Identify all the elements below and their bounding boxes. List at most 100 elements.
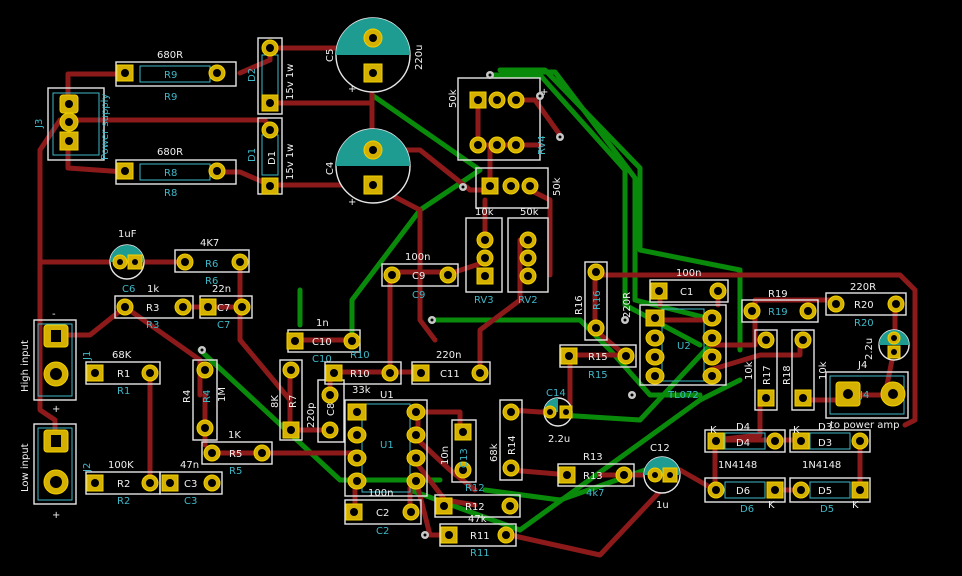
- j1-high-input-jack[interactable]: High input J1 - +: [20, 309, 93, 415]
- c3-value: 47n: [180, 460, 199, 471]
- r16-resistor[interactable]: R16 220R R16: [574, 261, 633, 341]
- d6-k: K: [768, 500, 775, 511]
- r17-resistor[interactable]: 10k R17: [744, 329, 778, 411]
- c11-capacitor[interactable]: 220n C11: [411, 350, 491, 385]
- r9-resistor[interactable]: 680R R9 R9: [115, 50, 237, 103]
- c6-capacitor[interactable]: 1uF C6: [109, 229, 145, 295]
- r3-resistor[interactable]: 1k R3 R3: [114, 284, 194, 331]
- d4-ref-inner: D4: [736, 438, 750, 449]
- r13-value: 4k7: [586, 488, 605, 499]
- d2-zener[interactable]: D2 15v 1w: [247, 37, 296, 115]
- back-copper-traces: [197, 67, 743, 533]
- j2-low-input-jack[interactable]: Low input J2 +: [20, 423, 93, 521]
- u2-tl072-opamp[interactable]: TL072 U2: [639, 304, 727, 401]
- c4-plus: +: [348, 197, 356, 208]
- c8-capacitor[interactable]: 220p C8: [306, 379, 345, 443]
- j2-value: Low input: [20, 443, 31, 492]
- r18-resistor[interactable]: R18 10k: [782, 329, 829, 411]
- r17-value: 10k: [744, 361, 755, 380]
- r10-resistor[interactable]: 33k R10 R10: [324, 350, 402, 396]
- r7-resistor[interactable]: 8K R7: [270, 359, 303, 441]
- c9-capacitor[interactable]: 100n C9 C9: [381, 252, 459, 301]
- c10-value: 1n: [316, 318, 329, 329]
- r20-resistor[interactable]: 220R R20 R20: [825, 282, 907, 329]
- r2-resistor[interactable]: 100K R2 R2: [85, 460, 161, 507]
- j3-power-connector[interactable]: J3 Power supply: [34, 87, 111, 161]
- c12-value: 1u: [656, 500, 669, 511]
- j4-value: to power amp: [830, 420, 900, 431]
- c14-capacitor[interactable]: 2.2u C14: [543, 388, 573, 445]
- r14-resistor[interactable]: 68k R14: [489, 399, 523, 481]
- c15-capacitor[interactable]: 2.2u: [864, 329, 910, 361]
- rv3-value: 10k: [475, 207, 494, 218]
- c13-value: 10n: [440, 446, 451, 465]
- c7-value: 22n: [212, 284, 231, 295]
- c4-capacitor[interactable]: C4 +: [325, 128, 411, 208]
- r14-ref: R14: [507, 435, 518, 455]
- c7-ref-below: C7: [217, 320, 230, 331]
- d3-value: 1N4148: [802, 460, 841, 471]
- c5-capacitor[interactable]: 220u C5 +: [325, 17, 425, 95]
- r4-ref: R4: [182, 390, 193, 403]
- r1-resistor[interactable]: 68K R1 R1: [85, 350, 161, 397]
- r12-resistor[interactable]: R12 R12: [434, 483, 521, 518]
- u2-value: TL072: [667, 390, 699, 401]
- c3-capacitor[interactable]: 47n C3 C3: [159, 460, 223, 507]
- d5-diode[interactable]: D5 D5 K: [789, 477, 871, 515]
- u1-ref: U1: [380, 390, 394, 401]
- j2-plus: +: [52, 510, 60, 521]
- rv2-potentiometer[interactable]: 50k RV2: [507, 207, 549, 306]
- r11-resistor[interactable]: 47k R11 R11: [439, 514, 517, 559]
- u1-opamp[interactable]: U1 U1: [344, 390, 428, 497]
- c2-ref: C2: [376, 508, 389, 519]
- c4-ref: C4: [325, 162, 336, 175]
- rv2-value: 50k: [520, 207, 539, 218]
- j3-ref: J3: [34, 119, 45, 129]
- c13-ref: C13: [459, 448, 470, 468]
- d4-diode[interactable]: D4 D4 1N4148 K: [704, 422, 786, 471]
- c10-ref: C10: [312, 337, 332, 348]
- r12-ref: R12: [465, 502, 485, 513]
- r13-ref-inner: R13: [583, 471, 603, 482]
- r19-resistor[interactable]: R19 R19: [741, 289, 819, 323]
- d6-diode[interactable]: D6 D6 K: [704, 477, 786, 515]
- r6-resistor[interactable]: 4K7 R6 R6: [174, 238, 250, 287]
- j4-output-connector[interactable]: J4 J4 to power amp: [825, 360, 909, 431]
- rv4-potentiometer[interactable]: 50k RV4 +: [448, 77, 548, 161]
- rv1-potentiometer[interactable]: 50k: [475, 167, 563, 209]
- j4-ref-inner: J4: [859, 390, 869, 401]
- c7-capacitor[interactable]: 22n C7 C7: [199, 284, 253, 331]
- r3-value: 1k: [147, 284, 159, 295]
- r15-resistor[interactable]: R15 R15: [559, 344, 637, 381]
- c10-capacitor[interactable]: 1n C10 C10: [286, 318, 361, 365]
- rv3-ref: RV3: [474, 295, 494, 306]
- r8-resistor[interactable]: 680R R8 R8: [115, 147, 237, 199]
- j4-ref: J4: [857, 360, 867, 371]
- c7-ref: C7: [217, 303, 230, 314]
- rv3-potentiometer[interactable]: 10k RV3: [465, 207, 503, 306]
- d3-diode[interactable]: D3 D3 1N4148 K: [789, 422, 871, 471]
- r13-resistor[interactable]: R13 R13 4k7: [557, 452, 635, 499]
- r2-value: 100K: [108, 460, 134, 471]
- c15-value: 2.2u: [864, 338, 875, 360]
- c1-ref: C1: [680, 287, 693, 298]
- r5-resistor[interactable]: 1K R5 R5: [201, 430, 273, 477]
- r18-value: 10k: [818, 361, 829, 380]
- r4-resistor[interactable]: R4 1M R4: [182, 359, 228, 441]
- d3-k: K: [793, 425, 800, 436]
- r8-ref-below: R8: [164, 188, 177, 199]
- c12-capacitor[interactable]: C12 1u: [643, 443, 681, 511]
- d4-ref: D4: [736, 422, 750, 433]
- d1-value: 15v 1w: [285, 144, 296, 180]
- r20-ref: R20: [854, 300, 874, 311]
- d1-zener[interactable]: D1 15v 1w D1: [247, 117, 296, 195]
- d4-value: 1N4148: [718, 460, 757, 471]
- c3-ref-below: C3: [184, 496, 197, 507]
- c2-capacitor[interactable]: 100n C2 C2: [344, 488, 422, 537]
- j1-value: High input: [20, 340, 31, 392]
- d1-ref: D1: [247, 148, 258, 162]
- r6-ref-below: R6: [205, 276, 218, 287]
- c13-capacitor[interactable]: 10n C13: [440, 419, 477, 483]
- c1-capacitor[interactable]: 100n C1: [649, 268, 729, 303]
